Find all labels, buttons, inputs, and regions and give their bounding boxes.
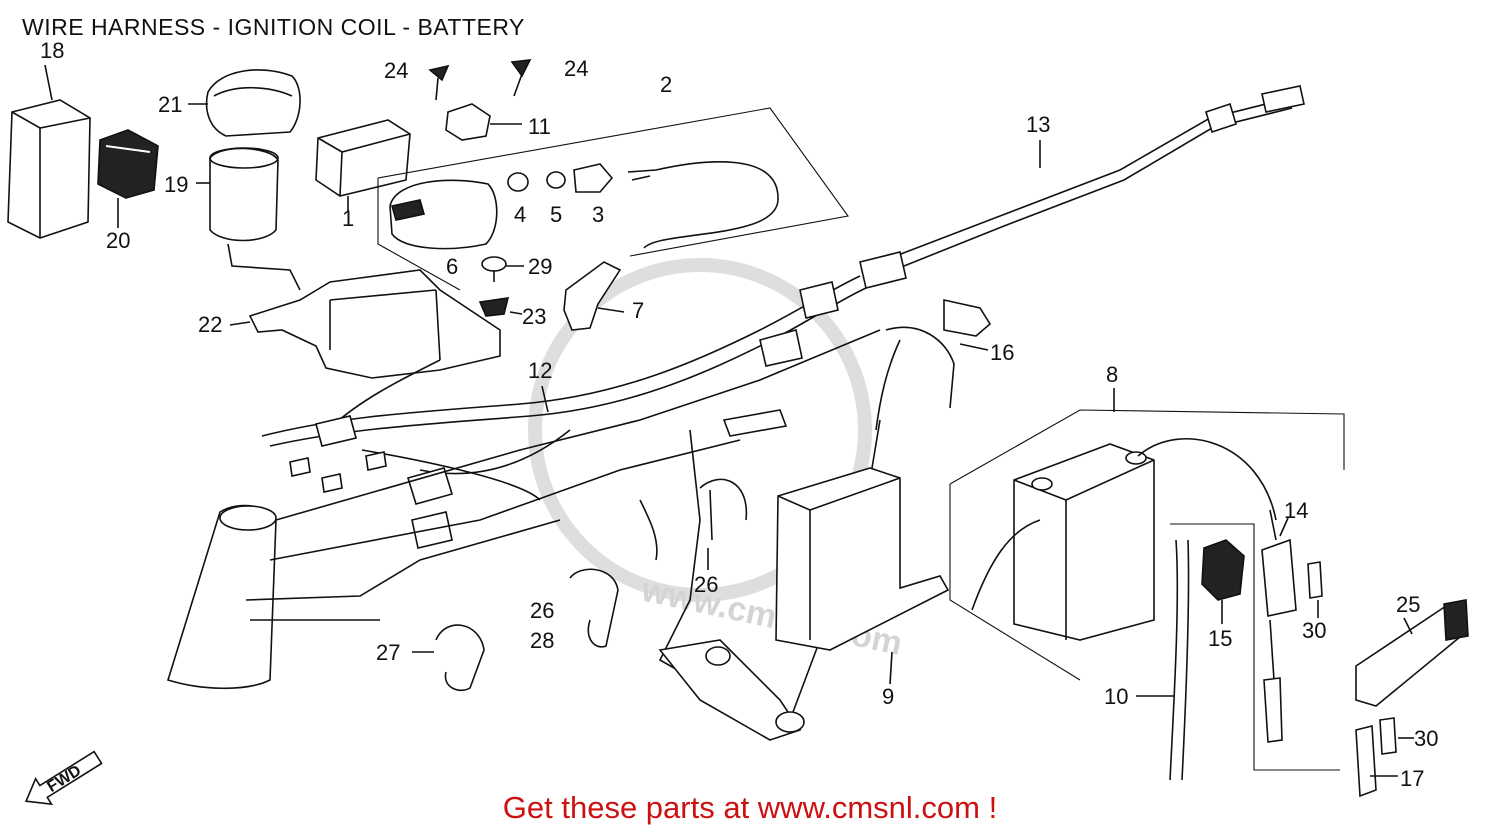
callout-12: 12 [528, 358, 552, 383]
callout-26b: 26 [530, 598, 554, 623]
callout-15: 15 [1208, 626, 1232, 651]
callout-19: 19 [164, 172, 188, 197]
callout-11: 11 [528, 114, 551, 139]
callout-18: 18 [40, 38, 64, 63]
part-18-unit [7, 64, 91, 239]
footer-link-text[interactable]: Get these parts at www.cmsnl.com ! [502, 790, 998, 825]
part-16-strap [875, 299, 992, 431]
callout-6: 6 [446, 254, 458, 279]
part-12-harness [261, 275, 867, 549]
callout-8: 8 [1106, 362, 1118, 387]
part-7-plug-cap [563, 261, 625, 331]
part-9-case [775, 467, 950, 685]
callout-30b: 30 [1414, 726, 1438, 751]
callout-25: 25 [1396, 592, 1420, 617]
callout-24a: 24 [384, 58, 408, 83]
callout-17: 17 [1400, 766, 1424, 791]
callout-30a: 30 [1302, 618, 1326, 643]
callout-22: 22 [198, 312, 222, 337]
callout-26a: 26 [694, 572, 718, 597]
part-2-assembly [377, 107, 849, 291]
part-29-bolt [481, 256, 524, 282]
callout-9: 9 [882, 684, 894, 709]
part-10-tube [1136, 539, 1190, 781]
part-26-clamp [639, 478, 748, 570]
callout-13: 13 [1026, 112, 1050, 137]
callout-7: 7 [632, 298, 644, 323]
callout-14: 14 [1284, 498, 1308, 523]
part-21-cover [188, 69, 301, 137]
part-27-clamp [412, 624, 485, 692]
callout-24b: 24 [564, 56, 588, 81]
callout-27: 27 [376, 640, 400, 665]
part-22-bracket [229, 269, 501, 379]
diagram-title: WIRE HARNESS - IGNITION COIL - BATTERY [22, 14, 525, 40]
callout-4: 4 [514, 202, 526, 227]
part-30-fuses [1307, 561, 1414, 755]
callout-5: 5 [550, 202, 562, 227]
part-20-relay [97, 129, 159, 228]
callout-1: 1 [342, 206, 354, 231]
part-15-relay [1201, 539, 1245, 624]
callout-3: 3 [592, 202, 604, 227]
callout-28: 28 [530, 628, 554, 653]
callout-21: 21 [158, 92, 182, 117]
callout-23: 23 [522, 304, 546, 329]
part-28-clamp [569, 568, 619, 648]
callout-10: 10 [1104, 684, 1128, 709]
part-11-clamp [445, 103, 522, 141]
part-14-fuse-box [1170, 509, 1340, 771]
callout-29: 29 [528, 254, 552, 279]
part-17-cover [1355, 724, 1398, 798]
callout-2: 2 [660, 72, 672, 97]
part-24-screws [428, 59, 532, 101]
callouts: 18 21 19 20 1 22 24 24 11 2 4 5 3 6 29 2… [40, 38, 1438, 791]
part-23-grommet [478, 297, 523, 317]
part-13-cable [859, 85, 1305, 289]
frame [166, 329, 881, 741]
part-19-coil [196, 147, 301, 291]
part-25-holder [1355, 599, 1469, 707]
callout-16: 16 [990, 340, 1014, 365]
callout-20: 20 [106, 228, 130, 253]
part-8-battery [949, 388, 1345, 681]
